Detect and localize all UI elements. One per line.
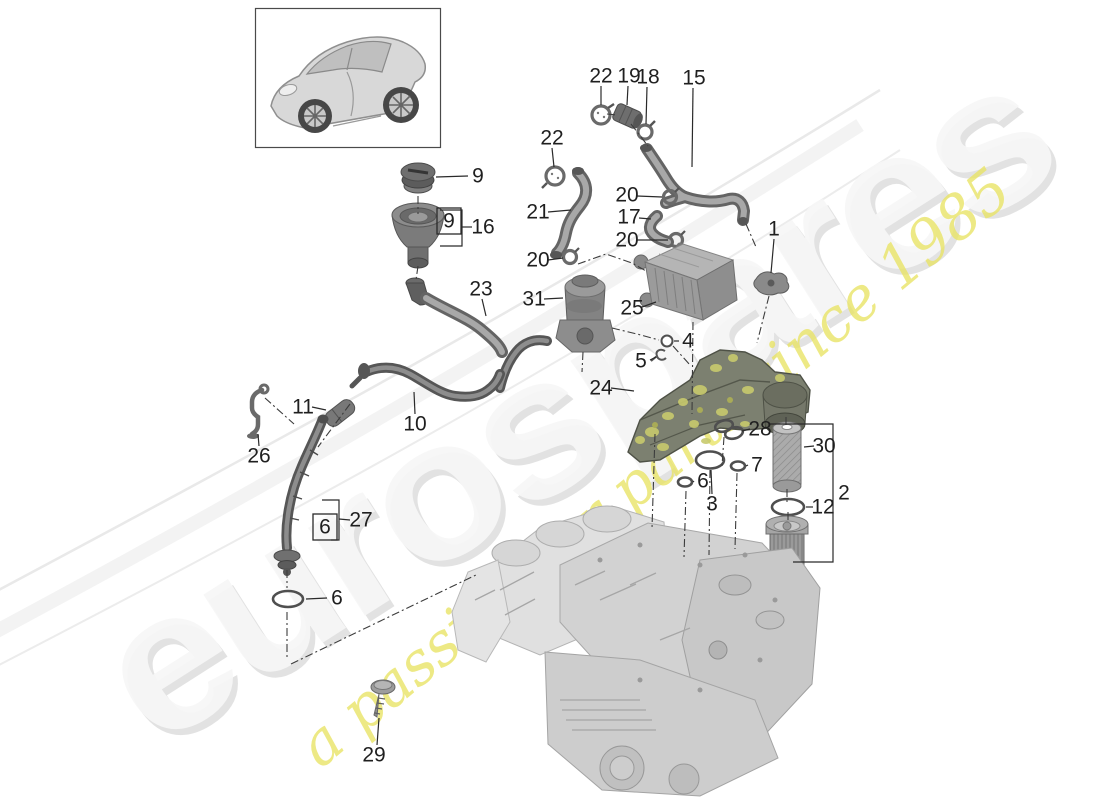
clamp-22-a [590, 103, 615, 126]
callout-28[interactable]: 28 [748, 418, 771, 441]
screw-29 [370, 679, 396, 718]
callout-24[interactable]: 24 [589, 377, 613, 400]
callout-11[interactable]: 11 [292, 396, 314, 419]
callout-6[interactable]: 6 [331, 587, 343, 610]
callout-9[interactable]: 9 [472, 165, 484, 188]
callout-10[interactable]: 10 [403, 413, 426, 436]
leader-line-25 [641, 301, 657, 308]
leader-line-9 [435, 175, 469, 178]
callout-box-6 [312, 513, 338, 541]
leader-line-20 [547, 257, 564, 261]
oring-7 [729, 460, 747, 472]
bracket-16 [440, 209, 463, 247]
filler-funnel [391, 202, 445, 269]
oil-filler-cap [400, 162, 436, 194]
callout-26[interactable]: 26 [247, 445, 270, 468]
leader-line-26 [257, 433, 260, 447]
leader-line-30 [803, 445, 815, 448]
leader-line-27 [338, 518, 351, 521]
leader-line-10 [413, 391, 416, 415]
leader-line-6 [305, 597, 328, 600]
grommet-4 [660, 334, 674, 348]
mount-1 [753, 271, 790, 296]
callout-22[interactable]: 22 [540, 127, 563, 150]
manifold-bolts [652, 397, 733, 428]
callout-12[interactable]: 12 [811, 496, 834, 519]
bracket-2 [770, 423, 834, 563]
leader-line-11 [311, 406, 327, 411]
parts-artwork [247, 103, 821, 797]
leader-line-18 [645, 86, 648, 125]
leader-line-29 [376, 717, 380, 746]
engine-block [451, 505, 821, 797]
callout-16[interactable]: 16 [471, 216, 494, 239]
leader-line-1 [770, 238, 775, 274]
callout-3[interactable]: 3 [706, 493, 718, 516]
hose-21 [550, 167, 593, 259]
leader-line-24 [610, 387, 635, 392]
callout-30[interactable]: 30 [812, 435, 835, 458]
leader-line-15 [691, 87, 694, 168]
callout-17[interactable]: 17 [617, 206, 640, 229]
callout-27[interactable]: 27 [349, 509, 372, 532]
callout-22[interactable]: 22 [589, 65, 612, 88]
oil-filter-element-30 [772, 421, 802, 493]
car-illustration [270, 36, 427, 133]
oring-6-a [676, 476, 694, 488]
car-thumbnail [254, 7, 442, 149]
callout-box-9 [436, 207, 462, 235]
leader-line-21 [547, 209, 572, 213]
callout-4[interactable]: 4 [682, 330, 694, 353]
leader-line-7 [745, 464, 749, 467]
breather-pipe-27 [273, 414, 329, 576]
oil-separator-31 [555, 274, 616, 353]
connector-19 [612, 103, 643, 129]
hose-23 [420, 292, 508, 358]
clamp-22-b [541, 165, 566, 189]
pipe-10 [349, 362, 505, 402]
manifold-highlight-mottle [635, 354, 785, 451]
leader-line-19 [626, 85, 629, 106]
callout-29[interactable]: 29 [362, 744, 385, 767]
callout-6[interactable]: 6 [319, 516, 331, 539]
bracket-26 [247, 383, 270, 439]
oring-3 [694, 450, 726, 470]
callout-1[interactable]: 1 [768, 218, 780, 241]
callout-20[interactable]: 20 [615, 229, 638, 252]
alignment-lines [264, 113, 789, 665]
callout-15[interactable]: 15 [682, 67, 705, 90]
clamp-18 [636, 120, 656, 141]
leader-line-23 [481, 298, 487, 317]
callout-25[interactable]: 25 [620, 297, 643, 320]
clamp-20-c [561, 247, 580, 266]
callout-5[interactable]: 5 [635, 350, 647, 373]
clamp-20-a [661, 187, 680, 206]
leader-line-3 [710, 469, 713, 495]
leader-line-20 [636, 195, 663, 198]
callout-20[interactable]: 20 [526, 249, 549, 272]
callout-23[interactable]: 23 [469, 278, 492, 301]
callout-9[interactable]: 9 [443, 210, 455, 233]
sleeve-11 [324, 399, 356, 427]
leader-line-17 [638, 217, 652, 220]
oil-manifold-24 [627, 349, 811, 463]
callout-18[interactable]: 18 [636, 66, 659, 89]
engine-bolts [597, 542, 778, 693]
leader-line-5 [649, 356, 657, 361]
leader-line-6 [692, 480, 695, 483]
leader-line-31 [543, 297, 564, 300]
leader-line-28 [741, 428, 751, 432]
oring-6-b [271, 589, 305, 609]
callout-7[interactable]: 7 [751, 454, 763, 477]
leader-line-22 [551, 147, 555, 168]
callout-20[interactable]: 20 [615, 184, 638, 207]
callout-31[interactable]: 31 [522, 288, 545, 311]
callout-21[interactable]: 21 [526, 201, 549, 224]
callout-2[interactable]: 2 [838, 482, 850, 505]
callout-19[interactable]: 19 [617, 65, 640, 88]
callout-6[interactable]: 6 [697, 470, 709, 493]
